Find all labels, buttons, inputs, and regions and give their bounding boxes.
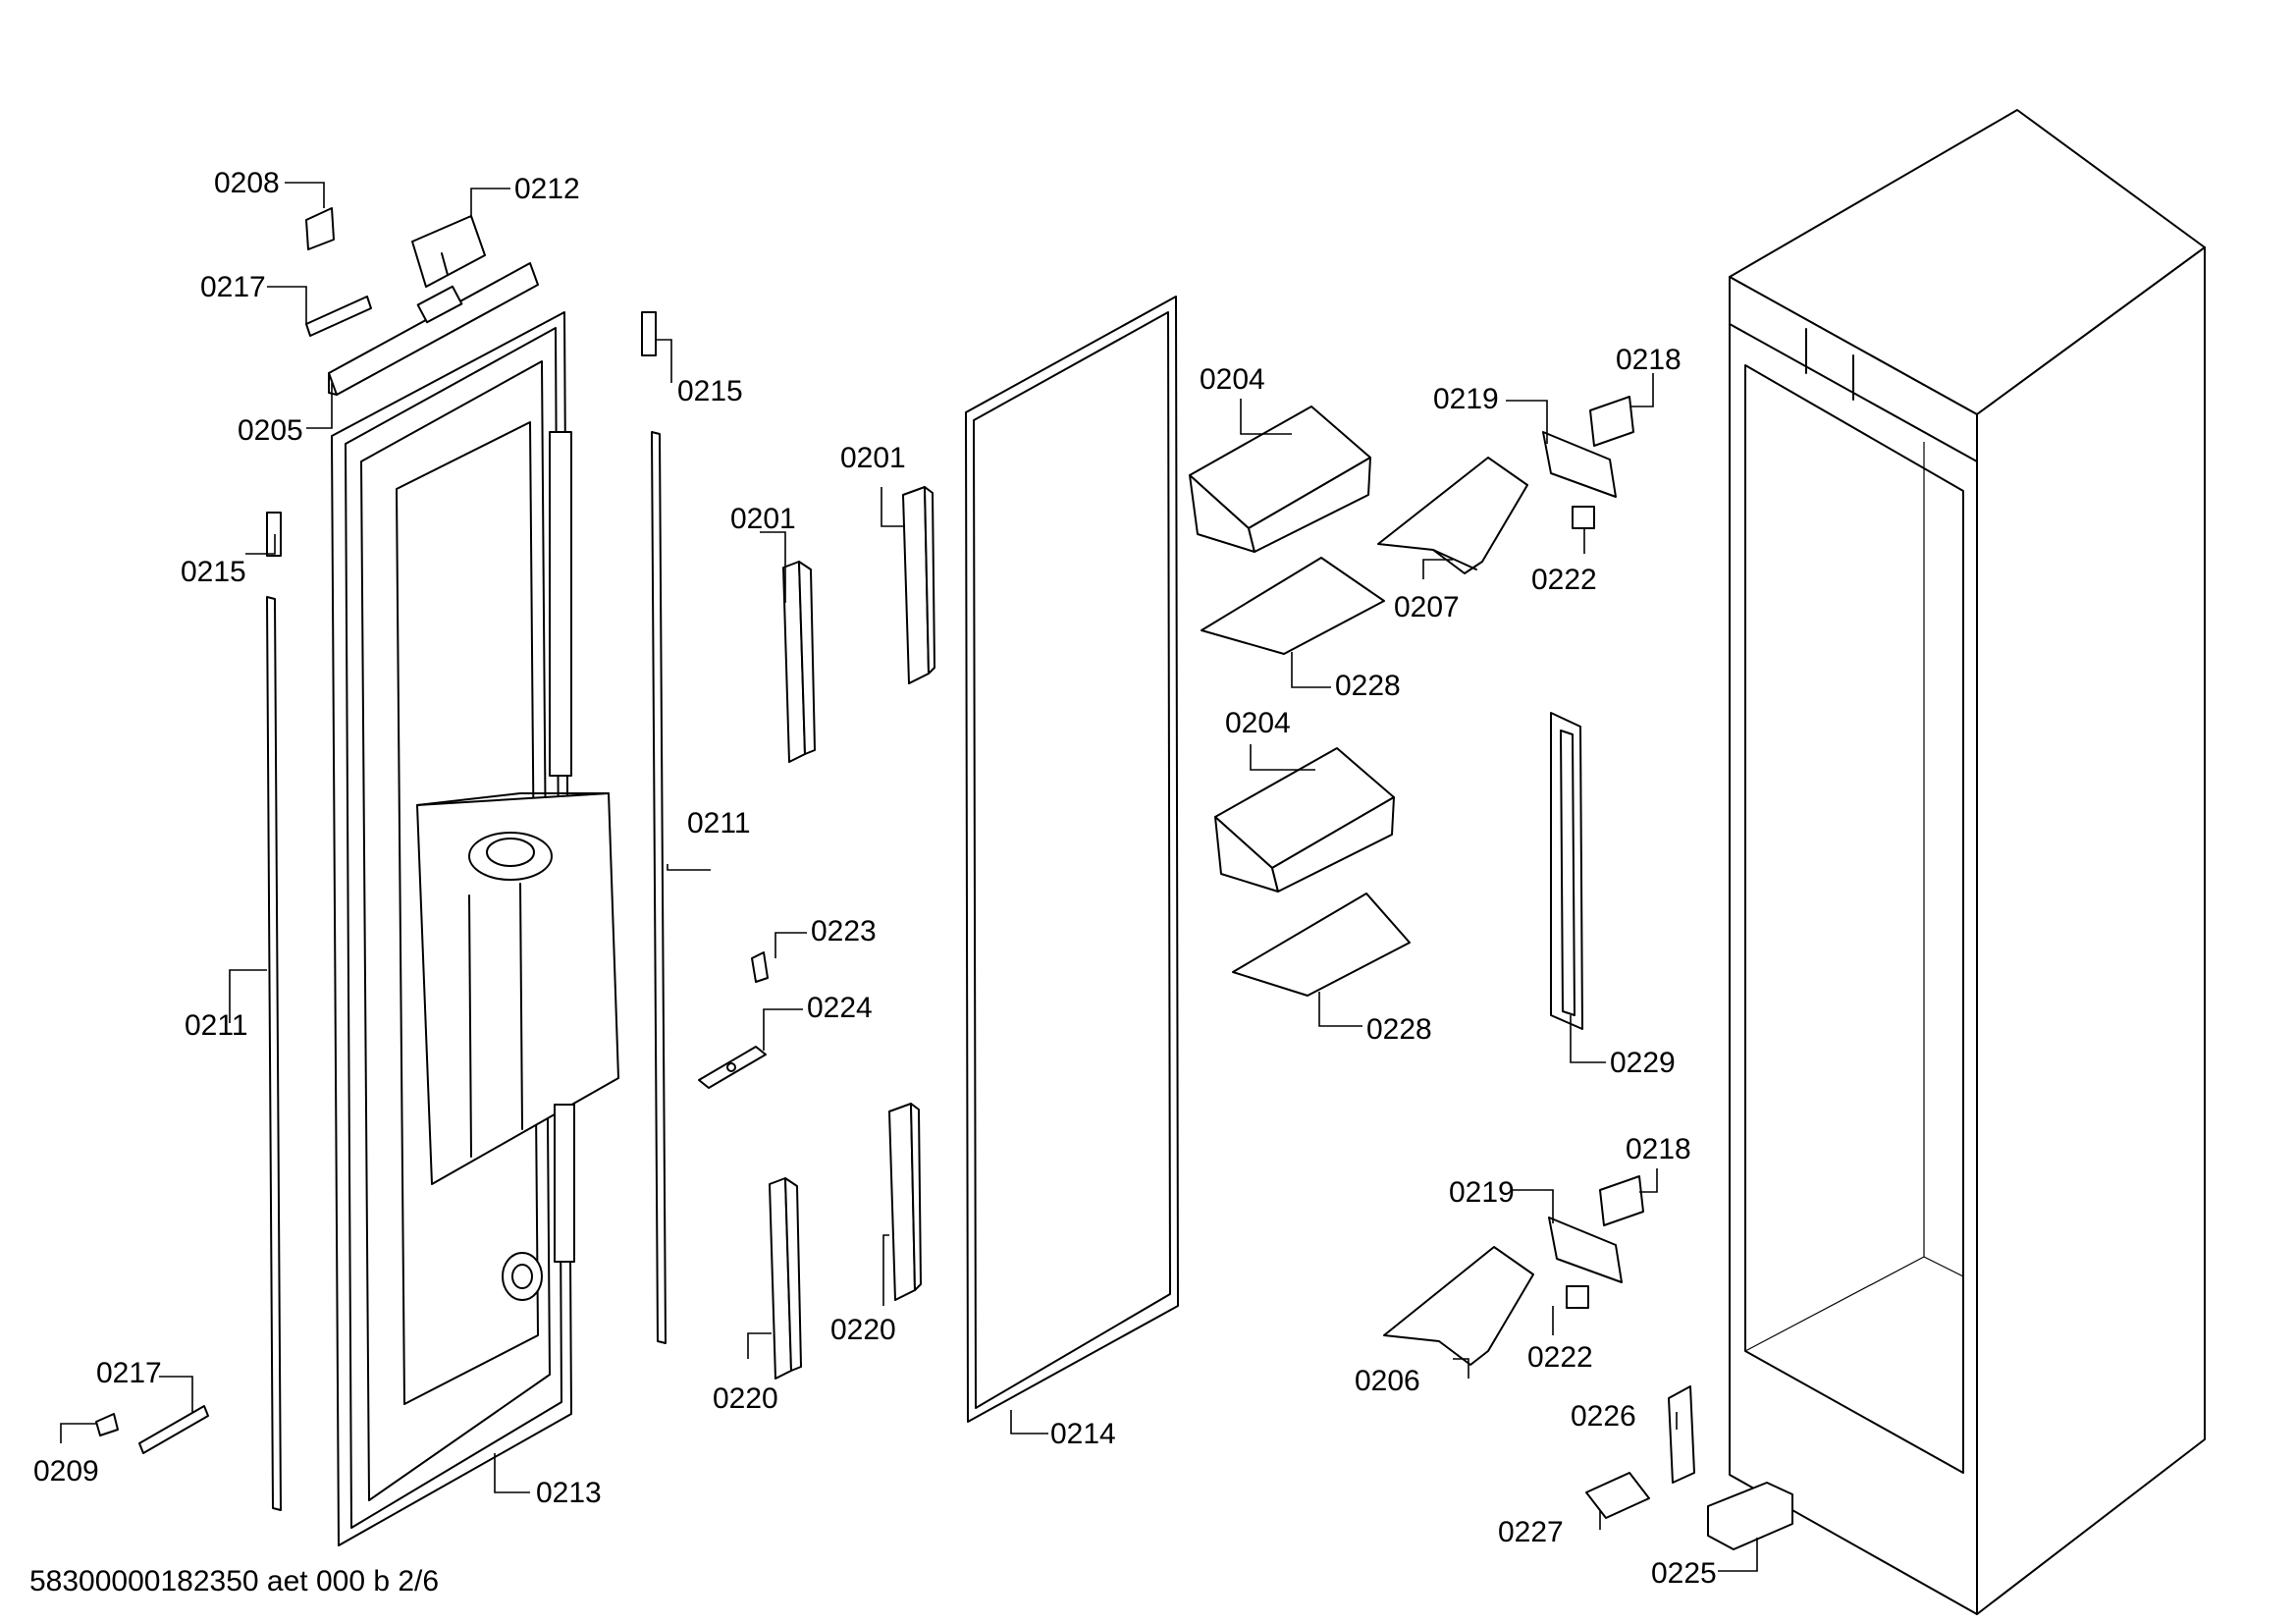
callout-0229: 0229 — [1610, 1047, 1676, 1079]
callout-0201-right: 0201 — [840, 442, 906, 474]
callout-0215-right: 0215 — [677, 375, 743, 407]
small-part-0208 — [305, 207, 335, 250]
hinge-0206 — [1383, 1246, 1534, 1366]
callout-0205: 0205 — [238, 414, 303, 447]
callout-0215-left: 0215 — [181, 556, 246, 588]
callout-0207: 0207 — [1394, 591, 1460, 623]
callout-0228-top: 0228 — [1335, 670, 1401, 702]
callout-0227: 0227 — [1498, 1516, 1564, 1548]
shelf-0228-top — [1201, 557, 1385, 655]
callout-0218-bottom: 0218 — [1626, 1133, 1691, 1165]
callout-0225: 0225 — [1651, 1557, 1717, 1590]
callout-0220-right: 0220 — [830, 1314, 896, 1346]
hinge-bracket-0218-bottom — [1599, 1175, 1644, 1226]
callout-0220-left: 0220 — [713, 1382, 778, 1415]
callout-0219-bottom: 0219 — [1449, 1176, 1515, 1209]
spacer-0222-top — [1572, 506, 1595, 529]
callout-0218-top: 0218 — [1616, 344, 1682, 376]
drawing-code: 58300000182350 aet 000 b 2/6 — [29, 1565, 440, 1597]
callout-0209: 0209 — [33, 1455, 99, 1488]
hinge-bracket-0218-top — [1589, 396, 1634, 447]
callout-0211-left: 0211 — [185, 1009, 248, 1042]
callout-0206: 0206 — [1355, 1365, 1420, 1397]
hinge-base-0219-top — [1542, 431, 1617, 498]
clip-0215-left — [266, 512, 282, 557]
callout-0217-top: 0217 — [200, 271, 266, 303]
callout-0204-bottom: 0204 — [1225, 707, 1291, 739]
callout-0212: 0212 — [514, 173, 580, 205]
callout-0204-top: 0204 — [1200, 363, 1265, 396]
small-part-0212 — [411, 215, 486, 288]
rail-0211-left — [266, 596, 282, 1511]
callout-0211-right: 0211 — [687, 807, 751, 839]
clip-0215-right — [641, 311, 657, 356]
spacer-0222-bottom — [1566, 1285, 1589, 1309]
callout-0228-bottom: 0228 — [1366, 1013, 1432, 1046]
bracket-0220-left — [769, 1177, 802, 1380]
callout-0222-bottom: 0222 — [1527, 1341, 1593, 1374]
bracket-0201-right — [902, 486, 935, 684]
bracket-0201-left — [782, 561, 816, 763]
small-part-0224 — [698, 1046, 767, 1089]
door-gasket-0214 — [965, 296, 1179, 1423]
callout-0223: 0223 — [811, 915, 877, 947]
handle-0229 — [1550, 712, 1583, 1030]
door-bin-0204-bottom — [1214, 747, 1395, 893]
callout-0208: 0208 — [214, 167, 280, 199]
callout-0213: 0213 — [536, 1477, 602, 1509]
bracket-0220-right — [888, 1103, 922, 1301]
appliance-cabinet — [1729, 109, 2206, 1615]
small-part-0217-bottom — [138, 1405, 209, 1454]
small-part-0217-top — [305, 296, 372, 337]
callout-labels: 0208 0212 0217 0205 0215 0215 0211 0211 … — [33, 167, 1717, 1590]
part-0226 — [1668, 1385, 1695, 1484]
small-part-0209 — [95, 1413, 119, 1436]
callout-0222-top: 0222 — [1531, 564, 1597, 596]
hinge-base-0219-bottom — [1548, 1217, 1623, 1283]
shelf-0228-bottom — [1232, 893, 1411, 997]
door-frame-0213 — [331, 311, 619, 1546]
part-0227 — [1585, 1472, 1650, 1519]
callout-0219-top: 0219 — [1433, 383, 1499, 415]
door-bin-0204-top — [1189, 406, 1371, 553]
callout-0201-left: 0201 — [730, 503, 796, 535]
rail-0211-right — [651, 431, 667, 1344]
part-0225 — [1707, 1482, 1793, 1550]
small-part-0223 — [751, 951, 769, 983]
callout-0217-bottom: 0217 — [96, 1357, 162, 1389]
callout-0224: 0224 — [807, 992, 873, 1024]
leader-lines — [60, 182, 1758, 1572]
hinge-0207 — [1377, 457, 1528, 574]
callout-0226: 0226 — [1571, 1400, 1636, 1433]
hinge-plate-0205 — [328, 262, 539, 396]
callout-0214: 0214 — [1050, 1418, 1116, 1450]
